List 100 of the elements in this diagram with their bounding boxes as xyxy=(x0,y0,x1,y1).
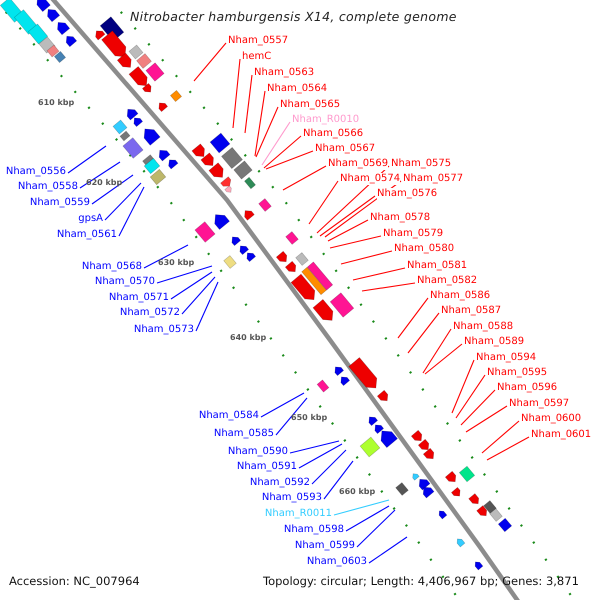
leader-line xyxy=(244,74,253,134)
leader-line xyxy=(328,220,368,242)
leader-line xyxy=(368,536,408,564)
gene-label: Nham_0578 xyxy=(370,212,430,224)
gene-label: Nham_0571 xyxy=(108,292,169,304)
leader-line xyxy=(80,162,120,188)
leader-line xyxy=(452,360,474,414)
gene-label: Nham_0601 xyxy=(531,429,592,441)
gene-label: Nham_0597 xyxy=(509,398,570,410)
gene-label: Nham_0579 xyxy=(383,228,444,240)
gene-label: Nham_0558 xyxy=(18,181,78,193)
gene-label: Nham_0576 xyxy=(377,188,438,200)
leader-line xyxy=(312,450,346,484)
gene-label: Nham_0591 xyxy=(236,461,297,473)
leader-line xyxy=(330,235,382,249)
footer-text: Topology: circular; Length: 4,406,967 bp; Genes: 3,871 xyxy=(263,574,579,588)
diagram-title: Nitrobacter hamburgensis X14, complete genome xyxy=(130,9,457,24)
leader-line xyxy=(340,250,392,265)
gene-label: Nham_0574 xyxy=(340,173,400,185)
gene-label: Nham_0577 xyxy=(403,173,464,185)
gene-label: Nham_0582 xyxy=(417,275,478,287)
scale-label: 640 kbp xyxy=(230,333,266,343)
gene-label: Nham_0556 xyxy=(6,166,66,178)
gene-label: Nham_0580 xyxy=(394,243,454,255)
leader-line xyxy=(352,267,406,281)
leader-line xyxy=(196,282,218,332)
gene-label: Nham_0588 xyxy=(453,321,514,333)
leader-line xyxy=(256,106,278,158)
gene-label: Nham_0559 xyxy=(30,197,90,209)
scale-label: 660 kbp xyxy=(339,487,376,497)
gene-label: Nham_0570 xyxy=(94,276,155,288)
leader-line xyxy=(466,406,508,432)
gene-label: Nham_0599 xyxy=(294,540,355,552)
leader-line xyxy=(282,166,326,190)
gene-label: Nham_0587 xyxy=(441,305,502,317)
scale-label: 630 kbp xyxy=(158,258,194,268)
gene-label: Nham_0561 xyxy=(56,229,117,241)
gene-label: Nham_0603 xyxy=(306,556,367,568)
leader-line xyxy=(262,122,290,166)
gene-label: Nham_0568 xyxy=(82,261,142,273)
scale-label: 620 kbp xyxy=(86,178,122,188)
leader-line xyxy=(254,90,266,156)
leader-line xyxy=(182,276,216,314)
leader-line xyxy=(308,180,338,224)
leader-line xyxy=(68,146,106,174)
leader-line xyxy=(298,444,342,468)
leader-line xyxy=(260,392,304,418)
gene-label: Nham_0567 xyxy=(315,143,376,155)
gene-label: Nham_0572 xyxy=(120,307,180,319)
gene-label: Nham_0573 xyxy=(134,324,194,336)
leader-line xyxy=(422,328,452,374)
leader-line xyxy=(456,374,486,418)
leader-line xyxy=(194,42,226,82)
gene-label: Nham_0566 xyxy=(303,128,364,140)
leader-line xyxy=(346,506,390,532)
scale-label: 650 kbp xyxy=(291,413,328,423)
gene-label: Nham_0595 xyxy=(487,367,548,379)
leader-line xyxy=(424,344,462,374)
gene-label: Nham_0590 xyxy=(228,446,288,458)
leader-line xyxy=(290,440,340,454)
leader-line xyxy=(104,182,142,220)
gene-label: Nham_0593 xyxy=(262,492,322,504)
gene-label: Nham_0557 xyxy=(228,35,288,47)
leader-line xyxy=(398,298,428,338)
leader-line xyxy=(362,282,416,292)
leader-line xyxy=(356,510,396,548)
leader-line xyxy=(156,265,212,284)
leader-line xyxy=(232,58,241,128)
leader-line xyxy=(486,436,530,460)
leader-line xyxy=(118,186,144,236)
leader-line xyxy=(460,390,496,426)
leader-line xyxy=(276,398,308,436)
leader-line xyxy=(334,499,390,516)
leader-line xyxy=(92,174,134,204)
gene-label: Nham_0585 xyxy=(214,428,274,440)
leader-line xyxy=(266,150,314,170)
gene-label: Nham_0569 xyxy=(328,158,388,170)
leader-line xyxy=(408,312,440,354)
gene-label: Nham_0564 xyxy=(267,83,328,95)
scale-label: 610 kbp xyxy=(38,98,74,108)
gene-label: Nham_0596 xyxy=(497,382,558,394)
gene-label: Nham_0563 xyxy=(254,67,314,79)
gene-label: Nham_R0011 xyxy=(264,508,332,520)
leader-line xyxy=(264,136,302,168)
gene-label: Nham_0592 xyxy=(250,477,310,489)
gene-label: Nham_0586 xyxy=(430,290,490,302)
gene-label: Nham_0594 xyxy=(476,352,536,364)
leader-line xyxy=(320,196,376,236)
gene-label: Nham_0598 xyxy=(284,524,344,536)
gene-label: Nham_0581 xyxy=(407,260,468,272)
gene-label: gpsA xyxy=(78,213,103,225)
gene-label: Nham_0584 xyxy=(198,410,259,422)
leader-line xyxy=(144,244,188,268)
gene-label: Nham_0565 xyxy=(280,99,340,111)
gene-label: Nham_R0010 xyxy=(292,114,360,126)
gene-label: Nham_0600 xyxy=(521,413,582,425)
footer-text: Accession: NC_007964 xyxy=(9,574,140,588)
leader-line xyxy=(482,420,520,454)
leader-line xyxy=(170,272,212,300)
gene-label: Nham_0589 xyxy=(464,336,524,348)
